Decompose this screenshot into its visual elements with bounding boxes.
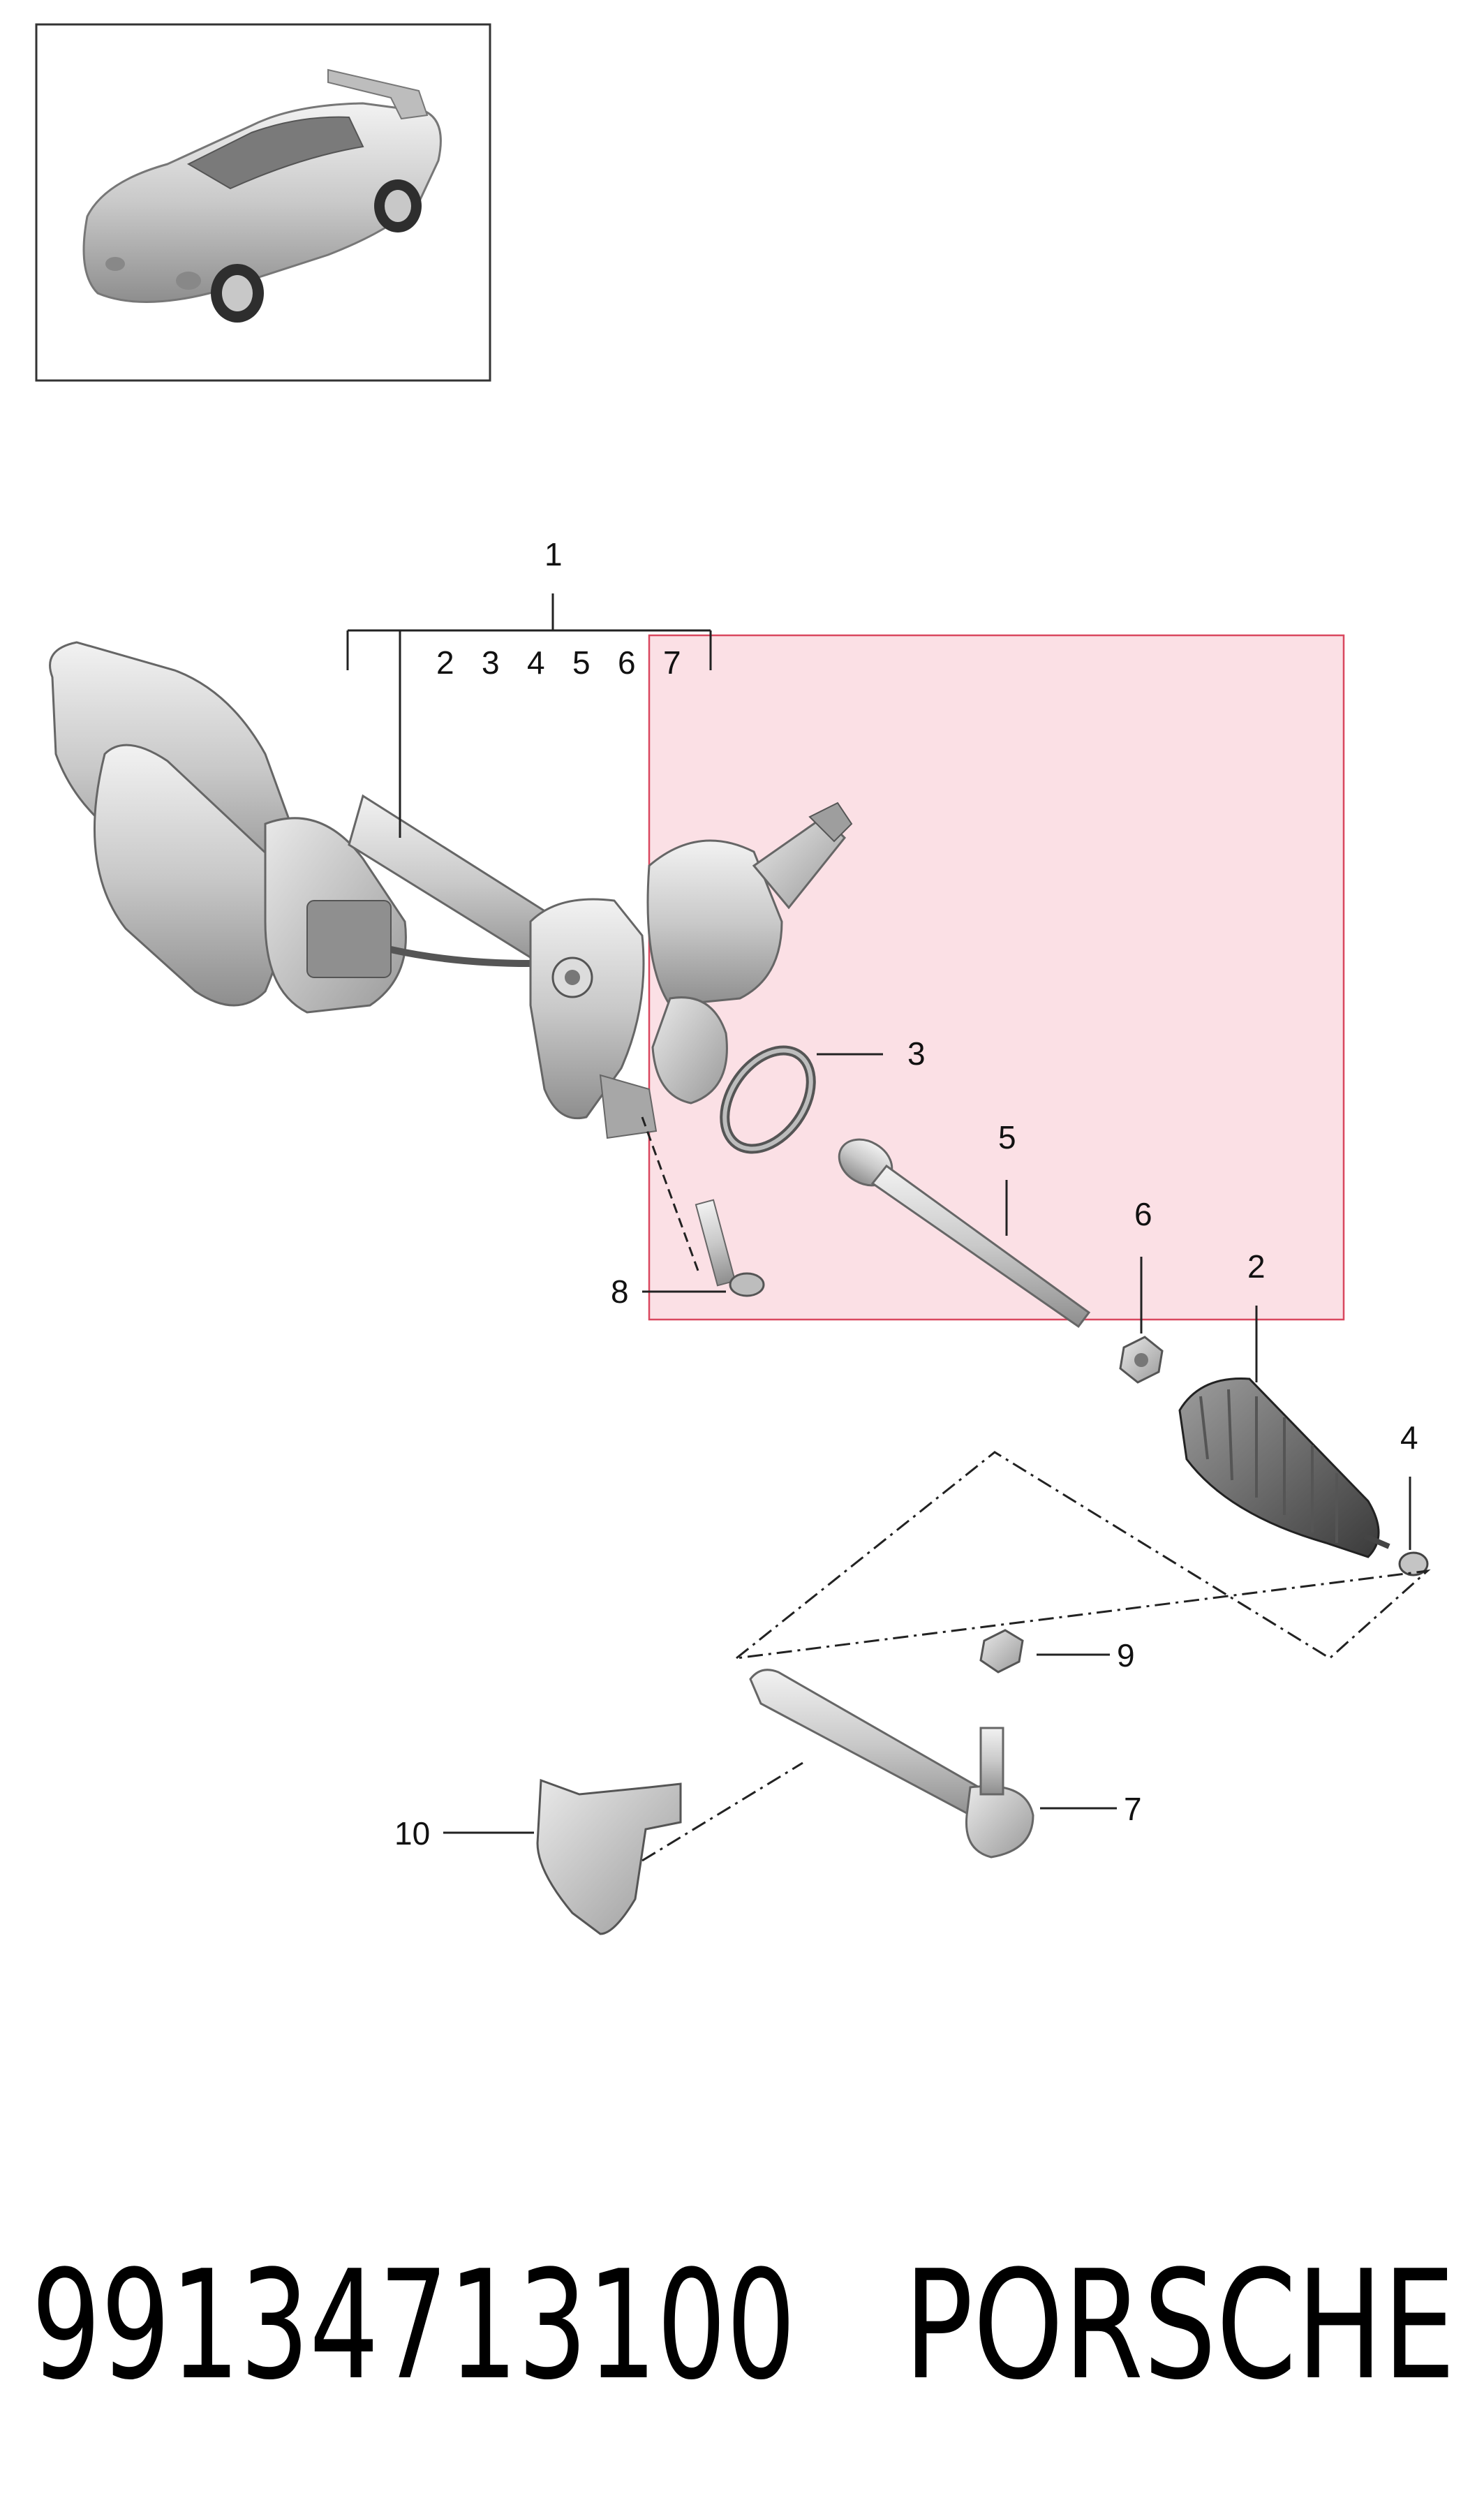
callout-10: 10 <box>394 1815 430 1852</box>
car-illustration <box>82 68 442 323</box>
callout-group-4: 4 <box>527 644 545 681</box>
bolt-part <box>695 1199 765 1297</box>
callout-5: 5 <box>998 1119 1016 1155</box>
car-thumbnail <box>35 23 491 382</box>
callout-8: 8 <box>611 1273 629 1310</box>
callout-2: 2 <box>1247 1248 1266 1285</box>
nut-part <box>1119 1336 1164 1384</box>
lock-nut-part <box>979 1629 1024 1674</box>
clamp-part <box>1398 1551 1429 1576</box>
callout-1: 1 <box>544 536 563 572</box>
callout-group-3: 3 <box>482 644 500 681</box>
callout-7: 7 <box>1124 1791 1142 1827</box>
callout-3: 3 <box>907 1035 926 1072</box>
callout-group-6: 6 <box>618 644 636 681</box>
callout-group-7: 7 <box>663 644 681 681</box>
heat-shield-part <box>536 1778 682 1935</box>
bellows-boot-part <box>1178 1377 1390 1558</box>
callout-9: 9 <box>1117 1637 1135 1674</box>
callout-group-2: 2 <box>436 644 454 681</box>
part-number: 99134713100 <box>31 2238 796 2413</box>
tie-rod-part <box>838 1138 1091 1329</box>
assembly-outline <box>732 1451 1431 1660</box>
callout-4: 4 <box>1400 1419 1418 1456</box>
callout-6: 6 <box>1134 1196 1152 1232</box>
brand-name: PORSCHE <box>904 2238 1455 2413</box>
leader-lines <box>346 593 1411 1862</box>
callout-group-5: 5 <box>572 644 591 681</box>
callout-labels: 1 2 3 4 5 6 7 3 5 6 2 4 8 9 7 10 <box>394 536 1418 1852</box>
tie-rod-end-part <box>749 1669 1034 1859</box>
o-ring-part <box>720 1045 816 1154</box>
steering-rack-assembly <box>49 641 853 1139</box>
